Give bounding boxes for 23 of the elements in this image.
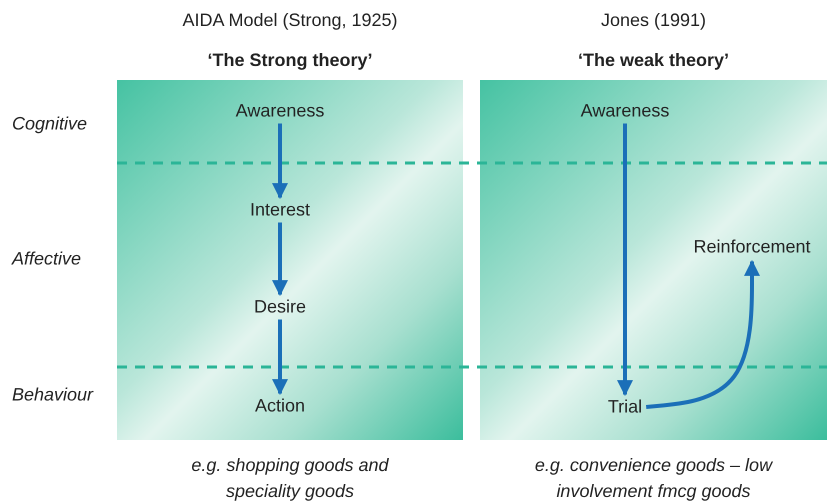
stage-label: Awareness — [580, 100, 670, 122]
arrow — [272, 222, 288, 296]
theory-heading: ‘The Strong theory’ — [208, 50, 372, 71]
example-caption: e.g. convenience goods – low involvement fmcg goods — [534, 454, 774, 503]
theory-panel — [480, 80, 827, 440]
model-heading: Jones (1991) — [600, 10, 706, 31]
stage-label: Trial — [608, 396, 642, 418]
arrow — [646, 260, 760, 409]
arrow — [617, 124, 633, 396]
arrow — [272, 320, 288, 396]
arrow — [272, 124, 288, 200]
stage-label: Desire — [254, 296, 306, 318]
stage-label: Interest — [250, 200, 310, 220]
model-heading: AIDA Model (Strong, 1925) — [182, 10, 398, 31]
stage-label: Reinforcement — [693, 236, 811, 258]
level-label: Affective — [12, 248, 82, 270]
stage-label: Action — [254, 396, 306, 416]
stage-label: Awareness — [236, 100, 324, 122]
theory-panel — [117, 80, 463, 440]
example-caption: e.g. shopping goods and speciality goods — [190, 454, 390, 503]
level-label: Cognitive — [12, 114, 88, 134]
level-label: Behaviour — [12, 384, 94, 406]
theory-heading: ‘The weak theory’ — [578, 50, 730, 71]
